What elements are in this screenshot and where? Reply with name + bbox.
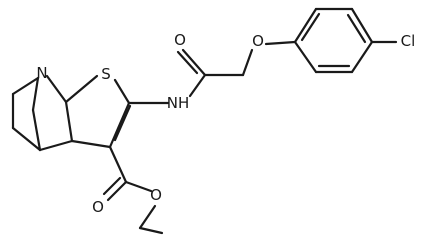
ethyl-ester: [102, 145, 164, 235]
ester-carbonyl-oxygen-label: O: [92, 198, 104, 216]
chlorophenyl-ring: [293, 7, 398, 74]
chlorine-label: Cl: [401, 32, 416, 50]
thiophene-ring: [64, 74, 132, 149]
bicyclic-cage: [11, 74, 74, 152]
carbonyl-oxygen-label: O: [174, 31, 186, 49]
amide-nh-label: NH: [167, 94, 190, 112]
ester-oxygen-label: O: [150, 186, 162, 204]
amide-chain: [127, 40, 297, 105]
ether-oxygen-label: O: [252, 32, 264, 50]
nitrogen-label: N: [36, 64, 47, 82]
sulfur-label: S: [101, 65, 111, 83]
